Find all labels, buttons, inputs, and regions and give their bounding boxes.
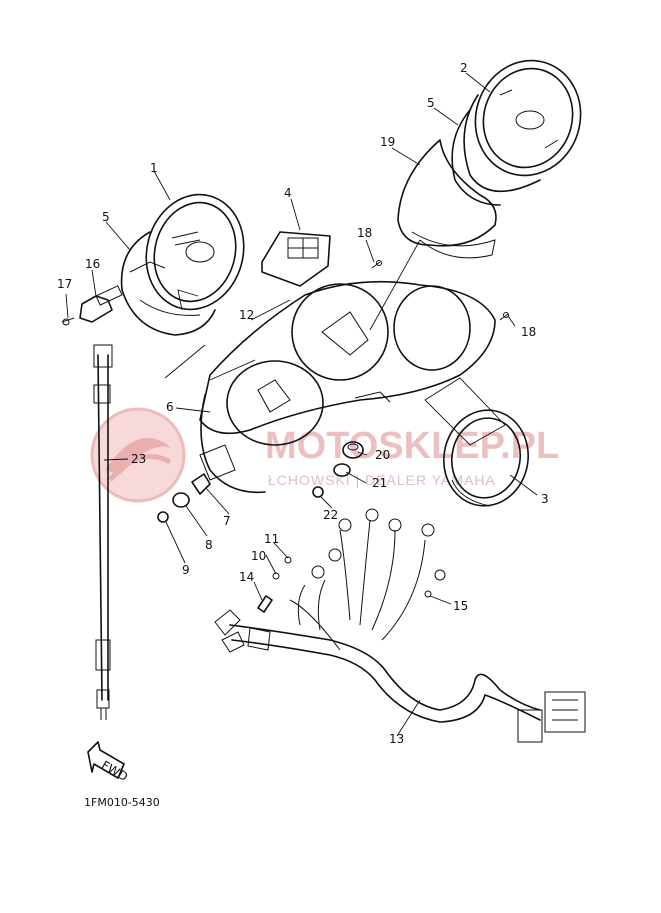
callout-5-left: 5 <box>102 210 110 224</box>
watermark-tagline: ŁCHOWSKI | DEALER YAMAHA <box>268 472 496 488</box>
forward-direction-arrow: FWD <box>87 741 130 784</box>
callout-labels: 1 2 3 4 5 5 6 7 8 9 10 11 12 13 14 15 16… <box>57 61 549 746</box>
callout-5-upper: 5 <box>427 96 435 110</box>
cover-19 <box>397 139 497 259</box>
fwd-label: FWD <box>99 758 130 784</box>
callout-22: 22 <box>323 508 338 522</box>
callout-3: 3 <box>541 492 549 506</box>
callout-4: 4 <box>284 186 292 200</box>
lower-housing-6 <box>199 394 266 494</box>
callout-16: 16 <box>85 257 100 271</box>
callout-12: 12 <box>239 308 254 322</box>
meter-bracket-12 <box>199 280 496 446</box>
callout-15: 15 <box>453 599 468 613</box>
callout-10: 10 <box>251 549 266 563</box>
callout-6: 6 <box>166 400 174 414</box>
wire-harness-13 <box>214 508 586 743</box>
gauge-speedometer-1 <box>120 193 245 336</box>
callout-14: 14 <box>239 570 254 584</box>
gauge-tachometer-2 <box>451 59 582 206</box>
callout-2: 2 <box>460 61 468 75</box>
leader-lines <box>65 72 538 737</box>
callout-20: 20 <box>375 448 390 462</box>
callout-7: 7 <box>223 514 231 528</box>
callout-13: 13 <box>389 732 404 746</box>
indicator-housing-4 <box>261 231 331 287</box>
gauge-3 <box>443 409 529 507</box>
callout-19: 19 <box>380 135 395 149</box>
callout-9: 9 <box>182 563 190 577</box>
callout-18-right: 18 <box>521 325 536 339</box>
callout-8: 8 <box>205 538 213 552</box>
callout-11: 11 <box>264 532 279 546</box>
callout-17: 17 <box>57 277 72 291</box>
watermark-brand: MOTOSKLEP.PL <box>265 425 559 467</box>
callout-1: 1 <box>150 161 158 175</box>
callout-23: 23 <box>131 452 146 466</box>
callout-18-upper: 18 <box>357 226 372 240</box>
callout-21: 21 <box>372 476 387 490</box>
speedometer-cable-23 <box>93 344 113 720</box>
drawing-code: 1FM010-5430 <box>84 796 160 809</box>
watermark: MOTOSKLEP.PL ŁCHOWSKI | DEALER YAMAHA <box>90 407 559 503</box>
